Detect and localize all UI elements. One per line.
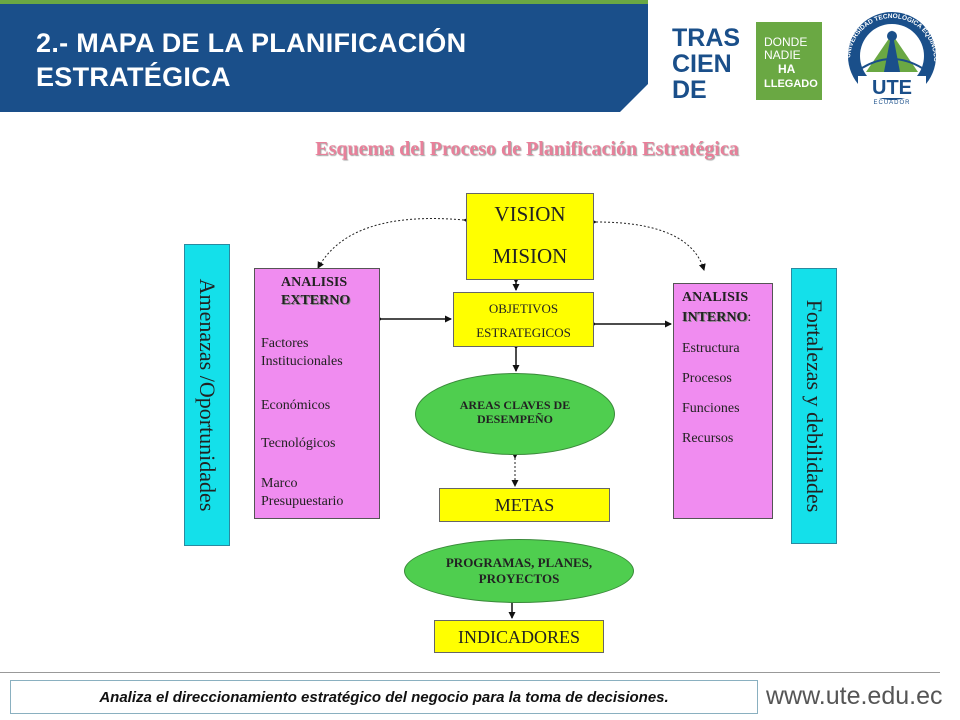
internal-item-estructura: Estructura [682,341,740,356]
internal-item-funciones: Funciones [682,401,740,416]
footer-caption: Analiza el direccionamiento estratégico … [10,680,758,714]
threats-opportunities-box: Amenazas /Oportunidades [184,244,230,546]
external-item-institucionales: Institucionales [261,354,343,369]
external-item-tecnologicos: Tecnológicos [261,436,336,451]
objectives-line2: ESTRATEGICOS [476,325,571,340]
goals-box: METAS [439,488,610,522]
internal-item-procesos: Procesos [682,371,732,386]
external-heading-line2: EXTERNO [281,293,351,308]
slide-title: 2.- MAPA DE LA PLANIFICACIÓN ESTRATÉGICA [36,26,596,94]
objectives-line1: OBJETIVOS [488,301,559,316]
logo-text-tras: TRAS [672,24,740,52]
curve-vision-to-internal [589,218,706,271]
website-link[interactable]: www.ute.edu.ec [766,682,943,710]
footer-divider [0,672,940,673]
indicators-label: INDICADORES [457,627,580,647]
internal-heading-colon: : [747,310,752,325]
logo-text-ha: HA [778,62,796,76]
slide-title-line1: 2.- MAPA DE LA PLANIFICACIÓN [36,28,467,58]
internal-analysis-box: ANALISIS INTERNO: Estructura Procesos Fu… [673,283,773,519]
programs-line1: PROGRAMAS, PLANES, [445,555,593,570]
curve-vision-to-external [317,217,471,269]
logo-text-nadie: NADIE [764,48,801,62]
strengths-weaknesses-box: Fortalezas y debilidades [791,268,837,544]
key-areas-line2: DESEMPEÑO [476,412,553,426]
external-item-factores: Factores [261,336,309,351]
threats-opportunities-label: Amenazas /Oportunidades [195,278,220,512]
external-item-presupuestario: Presupuestario [261,494,344,509]
slide-title-line2: ESTRATÉGICA [36,62,231,92]
seal-ute-text: UTE [872,77,912,99]
logo-text-llegado: LLEGADO [764,78,818,90]
internal-heading-row: INTERNO: [682,308,751,326]
internal-heading-line1: ANALISIS [682,290,749,305]
diagram-title: Esquema del Proceso de Planificación Est… [315,138,739,160]
vision-mission-box: VISION MISION [466,193,594,280]
programs-plans-projects-ellipse: PROGRAMAS, PLANES, PROYECTOS [404,539,634,603]
seal-ecuador-text: ECUADOR [873,100,910,106]
programs-line2: PROYECTOS [478,571,560,586]
internal-item-recursos: Recursos [682,431,734,446]
internal-heading-line2: INTERNO [682,310,748,325]
external-heading-line1: ANALISIS [281,275,348,290]
external-item-economicos: Económicos [261,398,331,413]
key-areas-line1: AREAS CLAVES DE [459,398,571,412]
trascienden-logo: TRAS CIEN DE DONDE NADIE HA LLEGADO [670,22,822,100]
logo-text-de: DE [672,76,707,100]
logo-text-donde: DONDE [764,35,807,49]
external-item-marco: Marco [261,476,298,491]
vision-label: VISION [494,202,566,226]
strengths-weaknesses-label: Fortalezas y debilidades [802,299,827,513]
mission-label: MISION [492,244,568,268]
goals-label: METAS [494,495,555,515]
indicators-box: INDICADORES [434,620,604,653]
logo-text-cien: CIEN [672,50,732,78]
header-bar [0,0,648,112]
strategic-objectives-box: OBJETIVOS ESTRATEGICOS [453,292,594,347]
key-performance-areas-ellipse: AREAS CLAVES DE DESEMPEÑO [415,373,615,455]
external-analysis-box: ANALISIS EXTERNO Factores Institucionale… [254,268,380,519]
ute-seal: UNIVERSIDAD TECNOLÓGICA EQUINOCCIAL UTE … [836,10,939,106]
